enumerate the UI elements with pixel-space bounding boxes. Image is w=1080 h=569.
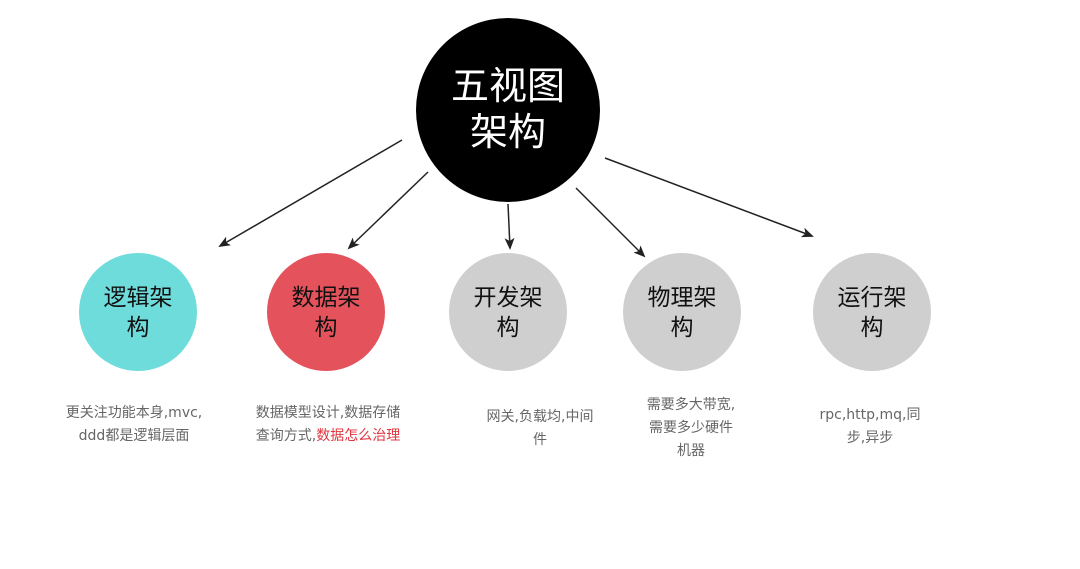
node-physical-architecture: 物理架 构 — [623, 253, 741, 371]
node-logic-label-line-1: 逻辑架 — [104, 285, 173, 311]
node-runtime-architecture: 运行架 构 — [813, 253, 931, 371]
data-description-line-2: 查询方式, — [255, 428, 317, 444]
center-title-line-2: 架构 — [470, 110, 546, 154]
dev-description: 网关,负载均,中间 件 — [470, 406, 610, 452]
node-dev-label-line-2: 构 — [497, 315, 520, 341]
physical-description: 需要多大带宽, 需要多少硬件 机器 — [620, 394, 762, 463]
node-logic-architecture: 逻辑架 构 — [79, 253, 197, 371]
node-dev-label-line-1: 开发架 — [474, 285, 543, 311]
node-logic-label-line-2: 构 — [127, 315, 150, 341]
node-data-architecture: 数据架 构 — [267, 253, 385, 371]
runtime-description: rpc,http,mq,同 步,异步 — [800, 404, 940, 450]
arrow-to-dev — [504, 203, 515, 250]
logic-description-line-2: ddd都是逻辑层面 — [78, 428, 190, 444]
dev-description-line-1: 网关,负载均,中间 — [486, 409, 594, 425]
logic-description-line-1: 更关注功能本身,mvc, — [65, 405, 203, 421]
physical-description-line-1: 需要多大带宽, — [646, 397, 736, 413]
node-dev-architecture: 开发架 构 — [449, 253, 567, 371]
arrow-to-logic — [218, 139, 403, 248]
data-description-line-1: 数据模型设计,数据存储 — [255, 405, 401, 421]
runtime-description-line-2: 步,异步 — [846, 430, 894, 446]
data-description-highlight: 数据怎么治理 — [316, 428, 401, 444]
logic-description: 更关注功能本身,mvc, ddd都是逻辑层面 — [50, 402, 218, 448]
node-runtime-label-line-1: 运行架 — [838, 285, 907, 311]
node-data-label-line-2: 构 — [315, 315, 338, 341]
physical-description-line-3: 机器 — [677, 443, 705, 459]
runtime-description-line-1: rpc,http,mq,同 — [819, 407, 921, 423]
arrow-to-data — [347, 171, 429, 250]
arrow-to-physical — [575, 187, 646, 258]
physical-description-line-2: 需要多少硬件 — [649, 420, 733, 436]
data-description: 数据模型设计,数据存储 查询方式,数据怎么治理 — [240, 402, 416, 448]
node-physical-label-line-1: 物理架 — [648, 285, 717, 311]
node-physical-label-line-2: 构 — [671, 315, 694, 341]
node-data-label-line-1: 数据架 — [292, 285, 361, 311]
arrow-to-runtime — [604, 157, 814, 238]
center-node: 五视图 架构 — [416, 18, 600, 202]
center-title-line-1: 五视图 — [451, 64, 565, 108]
dev-description-line-2: 件 — [533, 432, 547, 448]
node-runtime-label-line-2: 构 — [861, 315, 884, 341]
